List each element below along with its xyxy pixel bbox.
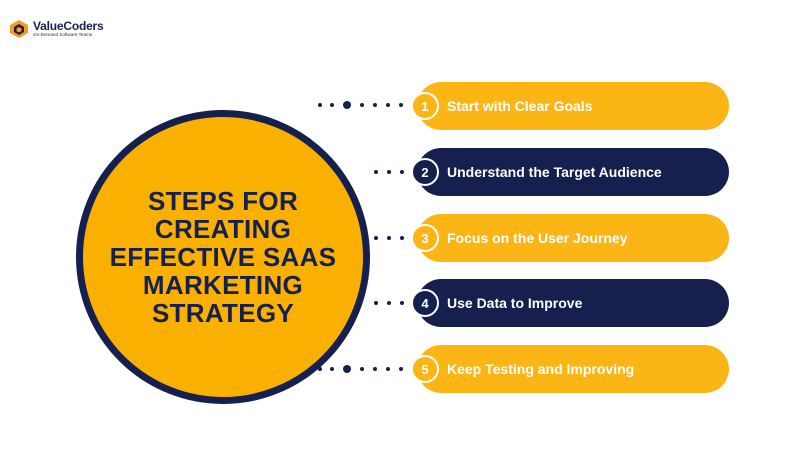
- title-circle: STEPS FOR CREATING EFFECTIVE SAAS MARKET…: [76, 110, 370, 404]
- connector-dot: [387, 301, 391, 305]
- step-number-5: 5: [411, 355, 439, 383]
- connector-dot: [374, 301, 378, 305]
- connector-dot: [343, 101, 351, 109]
- logo-name: ValueCoders: [33, 19, 104, 34]
- step-label-3: Focus on the User Journey: [447, 230, 628, 246]
- connector-dot: [343, 365, 351, 373]
- step-label-5: Keep Testing and Improving: [447, 361, 635, 377]
- connector-dot: [360, 367, 364, 371]
- step-label-2: Understand the Target Audience: [447, 164, 662, 180]
- connector-dot: [318, 103, 322, 107]
- connector-dot: [318, 367, 322, 371]
- connector-dot: [399, 103, 403, 107]
- step-label-1: Start with Clear Goals: [447, 98, 593, 114]
- step-3: 3 Focus on the User Journey: [411, 214, 729, 262]
- step-number-2: 2: [411, 158, 439, 186]
- connector-dot: [330, 367, 334, 371]
- connector-dot: [400, 301, 404, 305]
- connector-dot: [373, 367, 377, 371]
- main-title: STEPS FOR CREATING EFFECTIVE SAAS MARKET…: [109, 186, 337, 328]
- connector-dot: [387, 170, 391, 174]
- connector-dot: [387, 236, 391, 240]
- connector-dot: [360, 103, 364, 107]
- step-2: 2 Understand the Target Audience: [411, 148, 729, 196]
- step-label-4: Use Data to Improve: [447, 295, 583, 311]
- connector-dot: [399, 367, 403, 371]
- step-number-1: 1: [411, 92, 439, 120]
- logo-mark-icon: [10, 20, 28, 38]
- connector-dot: [400, 236, 404, 240]
- connector-dot: [386, 367, 390, 371]
- connector-dot: [373, 103, 377, 107]
- valuecoders-logo: ValueCoders On-Demand Software Teams: [8, 18, 104, 40]
- connector-dot: [374, 170, 378, 174]
- step-1: 1 Start with Clear Goals: [411, 82, 729, 130]
- connector-dot: [330, 103, 334, 107]
- step-5: 5 Keep Testing and Improving: [411, 345, 729, 393]
- logo-tagline: On-Demand Software Teams: [33, 32, 93, 38]
- step-number-3: 3: [411, 224, 439, 252]
- step-number-4: 4: [411, 289, 439, 317]
- connector-dot: [386, 103, 390, 107]
- connector-dot: [400, 170, 404, 174]
- connector-dot: [374, 236, 378, 240]
- step-4: 4 Use Data to Improve: [411, 279, 729, 327]
